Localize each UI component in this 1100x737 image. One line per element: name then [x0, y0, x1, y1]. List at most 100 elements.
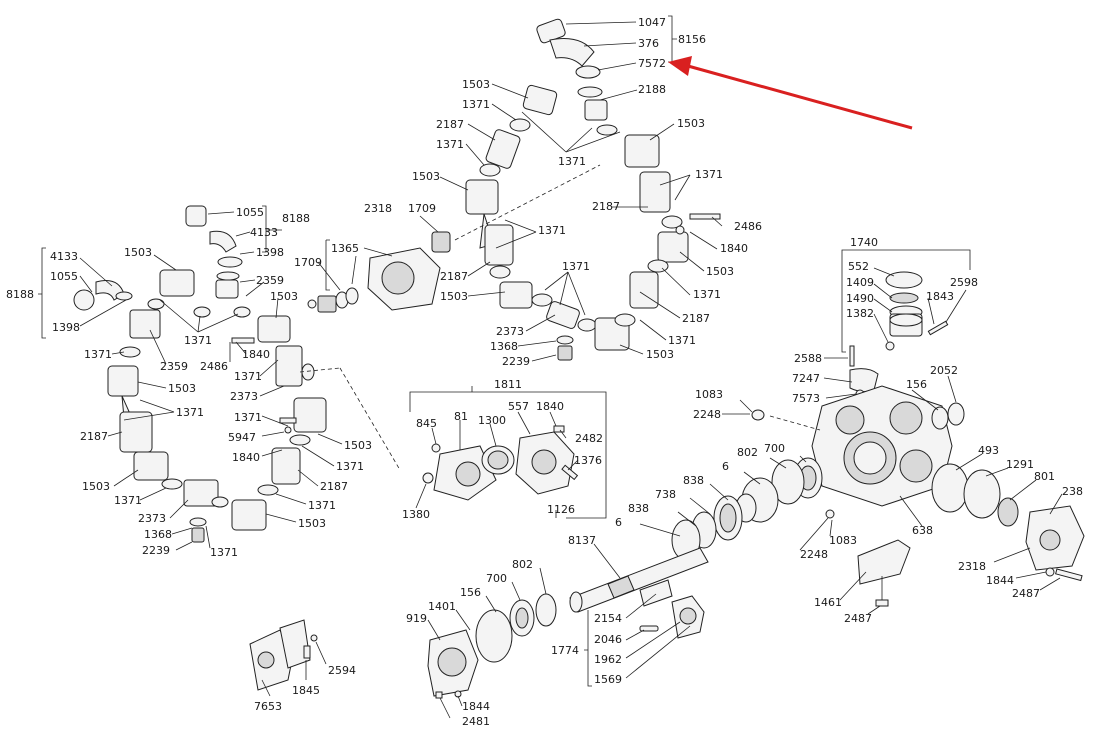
label-1365: 1365: [331, 242, 359, 255]
label-2373: 2373: [230, 390, 258, 403]
label-238: 238: [1062, 485, 1083, 498]
label-1503: 1503: [646, 348, 674, 361]
filter-cup-group-1740: [841, 249, 971, 353]
label-738: 738: [655, 488, 676, 501]
label-1371: 1371: [234, 370, 262, 383]
label-1844: 1844: [462, 700, 490, 713]
label-1401: 1401: [428, 600, 456, 613]
label-1371: 1371: [234, 411, 262, 424]
label-802: 802: [512, 558, 533, 571]
label-2486: 2486: [200, 360, 228, 373]
upper-manifold-ring: [454, 84, 721, 361]
label-1503: 1503: [462, 78, 490, 91]
label-1490: 1490: [846, 292, 874, 305]
label-845: 845: [416, 417, 437, 430]
label-2052: 2052: [930, 364, 958, 377]
label-1371: 1371: [668, 334, 696, 347]
label-2598: 2598: [950, 276, 978, 289]
label-919: 919: [406, 612, 427, 625]
label-1398: 1398: [256, 246, 284, 259]
label-2154: 2154: [594, 612, 622, 625]
label-1843: 1843: [926, 290, 954, 303]
label-2487: 2487: [844, 612, 872, 625]
label-1709: 1709: [408, 202, 436, 215]
label-2318: 2318: [958, 560, 986, 573]
label-1126: 1126: [547, 503, 575, 516]
label-1371: 1371: [84, 348, 112, 361]
label-5947: 5947: [228, 431, 256, 444]
label-2373: 2373: [138, 512, 166, 525]
label-1055: 1055: [50, 270, 78, 283]
label-1291: 1291: [1006, 458, 1034, 471]
label-2318: 2318: [364, 202, 392, 215]
label-2187: 2187: [440, 270, 468, 283]
label-2188: 2188: [638, 83, 666, 96]
label-1503: 1503: [677, 117, 705, 130]
label-2359: 2359: [256, 274, 284, 287]
label-1740: 1740: [850, 236, 878, 249]
label-1371: 1371: [695, 168, 723, 181]
label-1371: 1371: [693, 288, 721, 301]
label-1774: 1774: [551, 644, 579, 657]
label-493: 493: [978, 444, 999, 457]
label-156: 156: [906, 378, 927, 391]
label-2248: 2248: [693, 408, 721, 421]
label-2373: 2373: [496, 325, 524, 338]
label-2486: 2486: [734, 220, 762, 233]
shaft-leader-lines: [427, 455, 807, 719]
pump-body-638: [751, 345, 1085, 607]
label-8156: 8156: [678, 33, 706, 46]
label-638: 638: [912, 524, 933, 537]
label-7653: 7653: [254, 700, 282, 713]
label-8188: 8188: [6, 288, 34, 301]
label-552: 552: [848, 260, 869, 273]
label-2187: 2187: [592, 200, 620, 213]
label-1409: 1409: [846, 276, 874, 289]
label-1371: 1371: [562, 260, 590, 273]
label-1461: 1461: [814, 596, 842, 609]
label-1503: 1503: [168, 382, 196, 395]
shaft-and-bearings: [427, 457, 823, 699]
label-1840: 1840: [242, 348, 270, 361]
valve-group-1709: [307, 215, 451, 313]
label-8188: 8188: [282, 212, 310, 225]
red-arrow-pointer: [668, 56, 913, 130]
label-1055: 1055: [236, 206, 264, 219]
label-1083: 1083: [829, 534, 857, 547]
label-6: 6: [722, 460, 729, 473]
label-1047: 1047: [638, 16, 666, 29]
label-1371: 1371: [210, 546, 238, 559]
label-1300: 1300: [478, 414, 506, 427]
label-4133: 4133: [250, 226, 278, 239]
elbow-assembly-8188-middle: [185, 205, 282, 299]
label-1371: 1371: [538, 224, 566, 237]
label-7572: 7572: [638, 57, 666, 70]
label-1371: 1371: [336, 460, 364, 473]
label-2248: 2248: [800, 548, 828, 561]
label-1503: 1503: [270, 290, 298, 303]
label-1503: 1503: [412, 170, 440, 183]
label-2187: 2187: [320, 480, 348, 493]
label-1368: 1368: [490, 340, 518, 353]
label-2239: 2239: [142, 544, 170, 557]
label-2359: 2359: [160, 360, 188, 373]
guard-group-7653: [249, 619, 327, 697]
label-1811: 1811: [494, 378, 522, 391]
valve-cover-group-1811: [409, 386, 607, 519]
label-1840: 1840: [232, 451, 260, 464]
label-1840: 1840: [536, 400, 564, 413]
label-81: 81: [454, 410, 468, 423]
label-1371: 1371: [114, 494, 142, 507]
label-1368: 1368: [144, 528, 172, 541]
label-4133: 4133: [50, 250, 78, 263]
elbow-assembly-8156: [536, 15, 677, 79]
left-manifold-ring: [38, 247, 401, 543]
label-2046: 2046: [594, 633, 622, 646]
label-2594: 2594: [328, 664, 356, 677]
label-1371: 1371: [558, 155, 586, 168]
label-2487: 2487: [1012, 587, 1040, 600]
pump-body-leader-lines: [722, 357, 1063, 615]
label-8137: 8137: [568, 534, 596, 547]
label-1503: 1503: [344, 439, 372, 452]
